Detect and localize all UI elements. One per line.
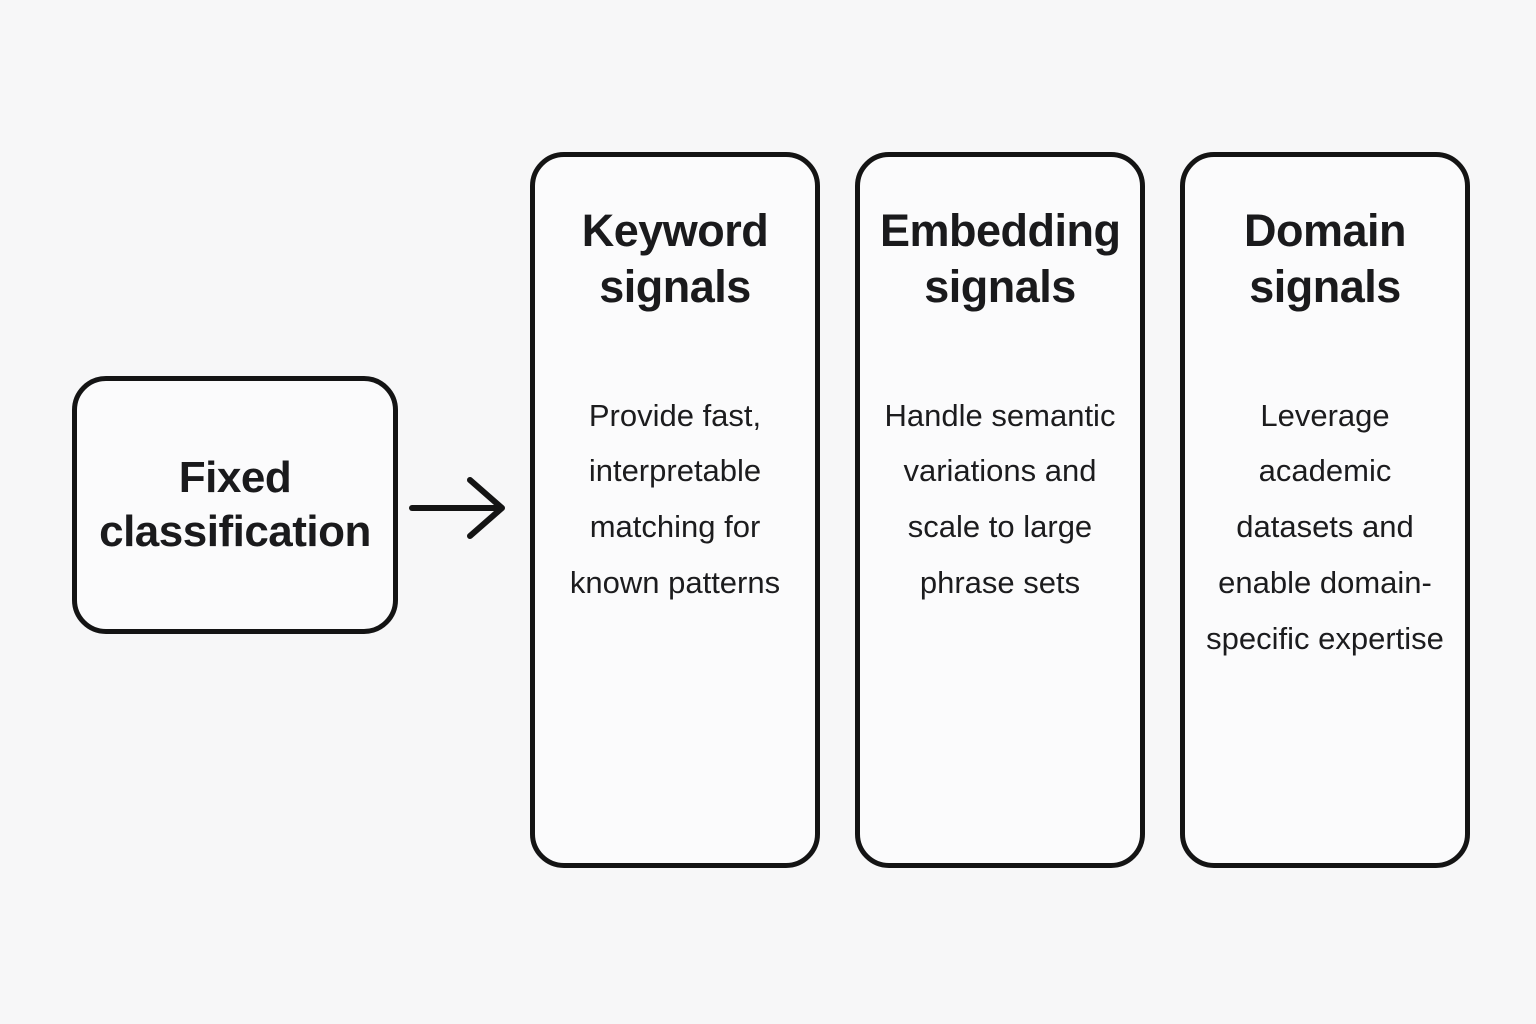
domain-signals-card: Domain signals Leverage academic dataset… <box>1180 152 1470 868</box>
embedding-signals-title: Embedding signals <box>880 205 1121 313</box>
fixed-classification-label: Fixed classification <box>99 453 371 556</box>
domain-signals-description: Leverage academic datasets and enable do… <box>1206 397 1444 656</box>
right-arrow-icon <box>408 472 512 544</box>
keyword-signals-title: Keyword signals <box>581 205 769 313</box>
keyword-signals-card: Keyword signals Provide fast, interpreta… <box>530 152 820 868</box>
fixed-classification-box: Fixed classification <box>72 376 398 634</box>
signal-cards-row: Keyword signals Provide fast, interpreta… <box>530 152 1470 868</box>
embedding-signals-description: Handle semantic variations and scale to … <box>884 397 1116 600</box>
embedding-signals-card: Embedding signals Handle semantic variat… <box>855 152 1145 868</box>
keyword-signals-description: Provide fast, interpretable matching for… <box>569 397 781 600</box>
domain-signals-title: Domain signals <box>1243 205 1407 313</box>
